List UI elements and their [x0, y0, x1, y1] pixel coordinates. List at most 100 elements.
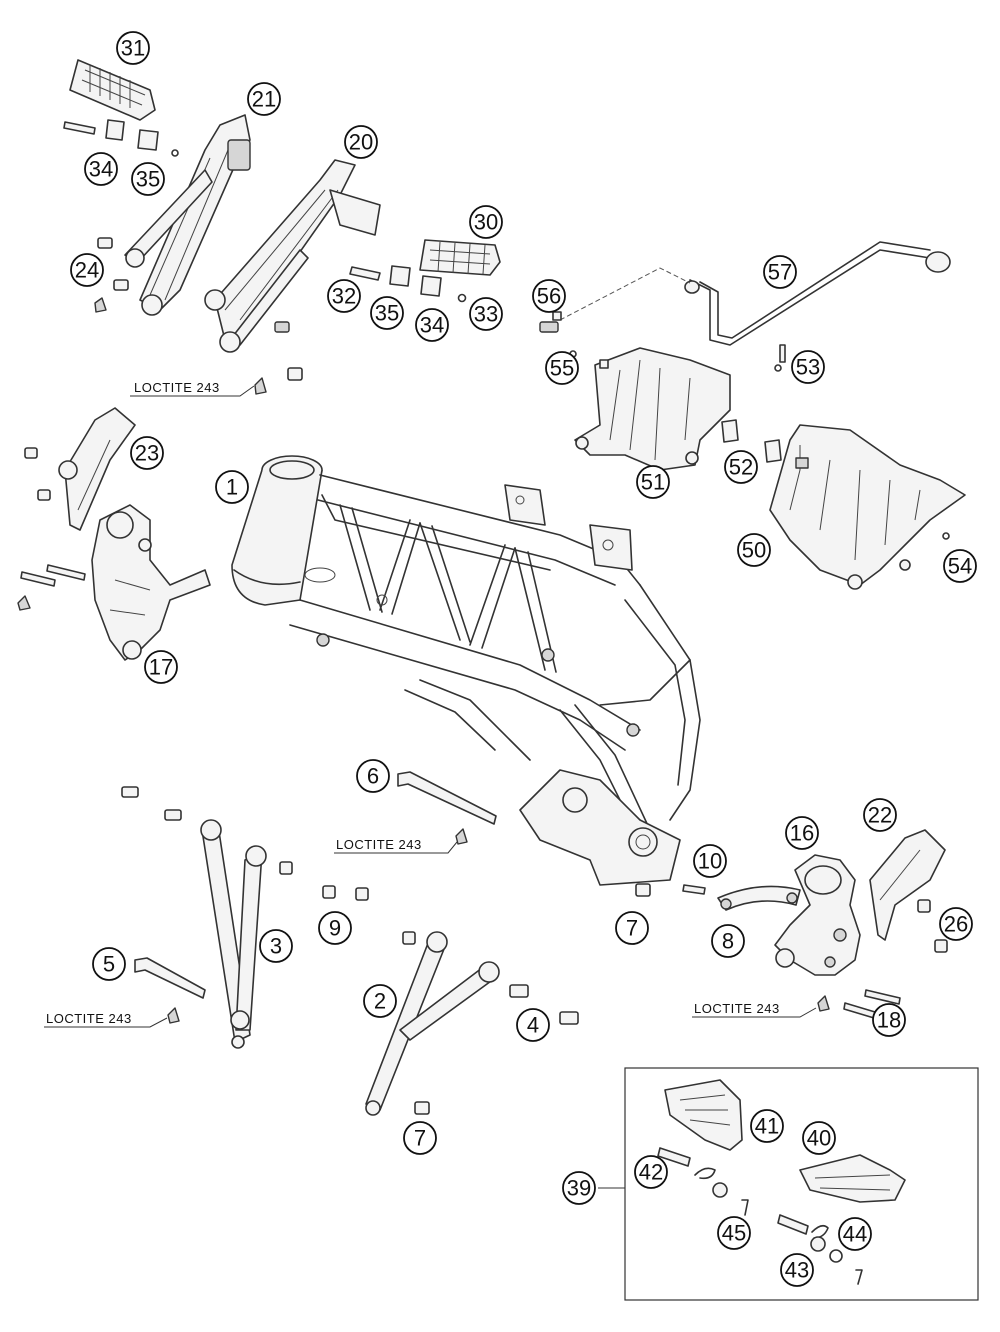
svg-text:20: 20 [349, 130, 373, 155]
svg-text:35: 35 [375, 301, 399, 326]
callout-42: 42 [634, 1155, 668, 1189]
callout-5: 5 [92, 947, 126, 981]
svg-text:31: 31 [121, 36, 145, 61]
callout-43: 43 [780, 1253, 814, 1287]
callout-39: 39 [562, 1171, 596, 1205]
svg-text:9: 9 [329, 916, 341, 941]
svg-text:34: 34 [89, 157, 113, 182]
callout-22: 22 [863, 798, 897, 832]
loctite-note: LOCTITE 243 [336, 837, 422, 852]
bracket-part [91, 504, 211, 661]
callout-50: 50 [737, 533, 771, 567]
callout-33: 33 [469, 297, 503, 331]
svg-text:50: 50 [742, 538, 766, 563]
callout-26: 26 [939, 907, 973, 941]
pipe-part [559, 241, 951, 346]
svg-text:22: 22 [868, 803, 892, 828]
bolt-part [17, 564, 86, 611]
callout-7: 7 [615, 911, 649, 945]
svg-text:2: 2 [374, 989, 386, 1014]
pin-part [63, 119, 179, 157]
callout-55: 55 [545, 351, 579, 385]
footpeg-part [419, 239, 501, 276]
svg-text:52: 52 [729, 455, 753, 480]
svg-text:7: 7 [414, 1126, 426, 1151]
loctite-note: LOCTITE 243 [694, 1001, 780, 1016]
callout-53: 53 [791, 350, 825, 384]
callout-17: 17 [144, 650, 178, 684]
callout-24: 24 [70, 253, 104, 287]
callout-1: 1 [215, 470, 249, 504]
callout-3: 3 [259, 929, 293, 963]
svg-text:6: 6 [367, 764, 379, 789]
svg-text:33: 33 [474, 302, 498, 327]
bolt-part [817, 989, 901, 1019]
svg-text:3: 3 [270, 934, 282, 959]
callout-20: 20 [344, 125, 378, 159]
callout-40: 40 [802, 1121, 836, 1155]
svg-text:42: 42 [639, 1160, 663, 1185]
callout-2: 2 [363, 984, 397, 1018]
callout-32: 32 [327, 279, 361, 313]
strut-part [200, 819, 267, 1049]
callout-4: 4 [516, 1008, 550, 1042]
bolt-part [254, 367, 303, 395]
strut-part [365, 931, 500, 1116]
svg-text:5: 5 [103, 952, 115, 977]
svg-text:35: 35 [136, 167, 160, 192]
callout-35: 35 [370, 296, 404, 330]
bolt-part [121, 786, 369, 901]
fitting-part [942, 532, 950, 540]
callout-41: 41 [750, 1109, 784, 1143]
pin-part [657, 1147, 863, 1285]
svg-text:1: 1 [226, 475, 238, 500]
callout-44: 44 [838, 1217, 872, 1251]
frame-part [231, 455, 701, 886]
svg-text:16: 16 [790, 821, 814, 846]
svg-text:53: 53 [796, 355, 820, 380]
callout-16: 16 [785, 816, 819, 850]
footpeg-part [69, 59, 156, 121]
loctite-note: LOCTITE 243 [134, 380, 220, 395]
svg-text:45: 45 [722, 1221, 746, 1246]
loctite-note: LOCTITE 243 [46, 1011, 132, 1026]
svg-text:10: 10 [698, 849, 722, 874]
callout-31: 31 [116, 31, 150, 65]
callout-54: 54 [943, 549, 977, 583]
callout-35: 35 [131, 162, 165, 196]
callout-45: 45 [717, 1216, 751, 1250]
axle-bolt-part [134, 957, 206, 1024]
svg-text:24: 24 [75, 258, 99, 283]
bolt-part [24, 447, 51, 501]
heel-guard-part [869, 829, 948, 953]
callout-56: 56 [532, 279, 566, 313]
svg-text:21: 21 [252, 87, 276, 112]
bracket-part [774, 854, 861, 976]
svg-text:17: 17 [149, 655, 173, 680]
svg-text:55: 55 [550, 356, 574, 381]
kit-box [598, 1067, 979, 1301]
svg-text:4: 4 [527, 1013, 539, 1038]
guide-part [682, 884, 801, 911]
heel-guard-part [58, 407, 136, 531]
callout-30: 30 [469, 205, 503, 239]
callout-8: 8 [711, 924, 745, 958]
svg-text:39: 39 [567, 1176, 591, 1201]
callout-18: 18 [872, 1003, 906, 1037]
callout-52: 52 [724, 450, 758, 484]
svg-text:7: 7 [626, 916, 638, 941]
svg-text:40: 40 [807, 1126, 831, 1151]
callout-51: 51 [636, 465, 670, 499]
svg-text:44: 44 [843, 1222, 867, 1247]
footpeg-part [799, 1154, 906, 1203]
callout-9: 9 [318, 911, 352, 945]
callout-34: 34 [84, 152, 118, 186]
axle-bolt-part [397, 771, 497, 845]
svg-text:32: 32 [332, 284, 356, 309]
fitting-part [539, 311, 786, 372]
svg-text:30: 30 [474, 210, 498, 235]
housing-part [574, 347, 731, 471]
svg-text:43: 43 [785, 1258, 809, 1283]
callout-21: 21 [247, 82, 281, 116]
